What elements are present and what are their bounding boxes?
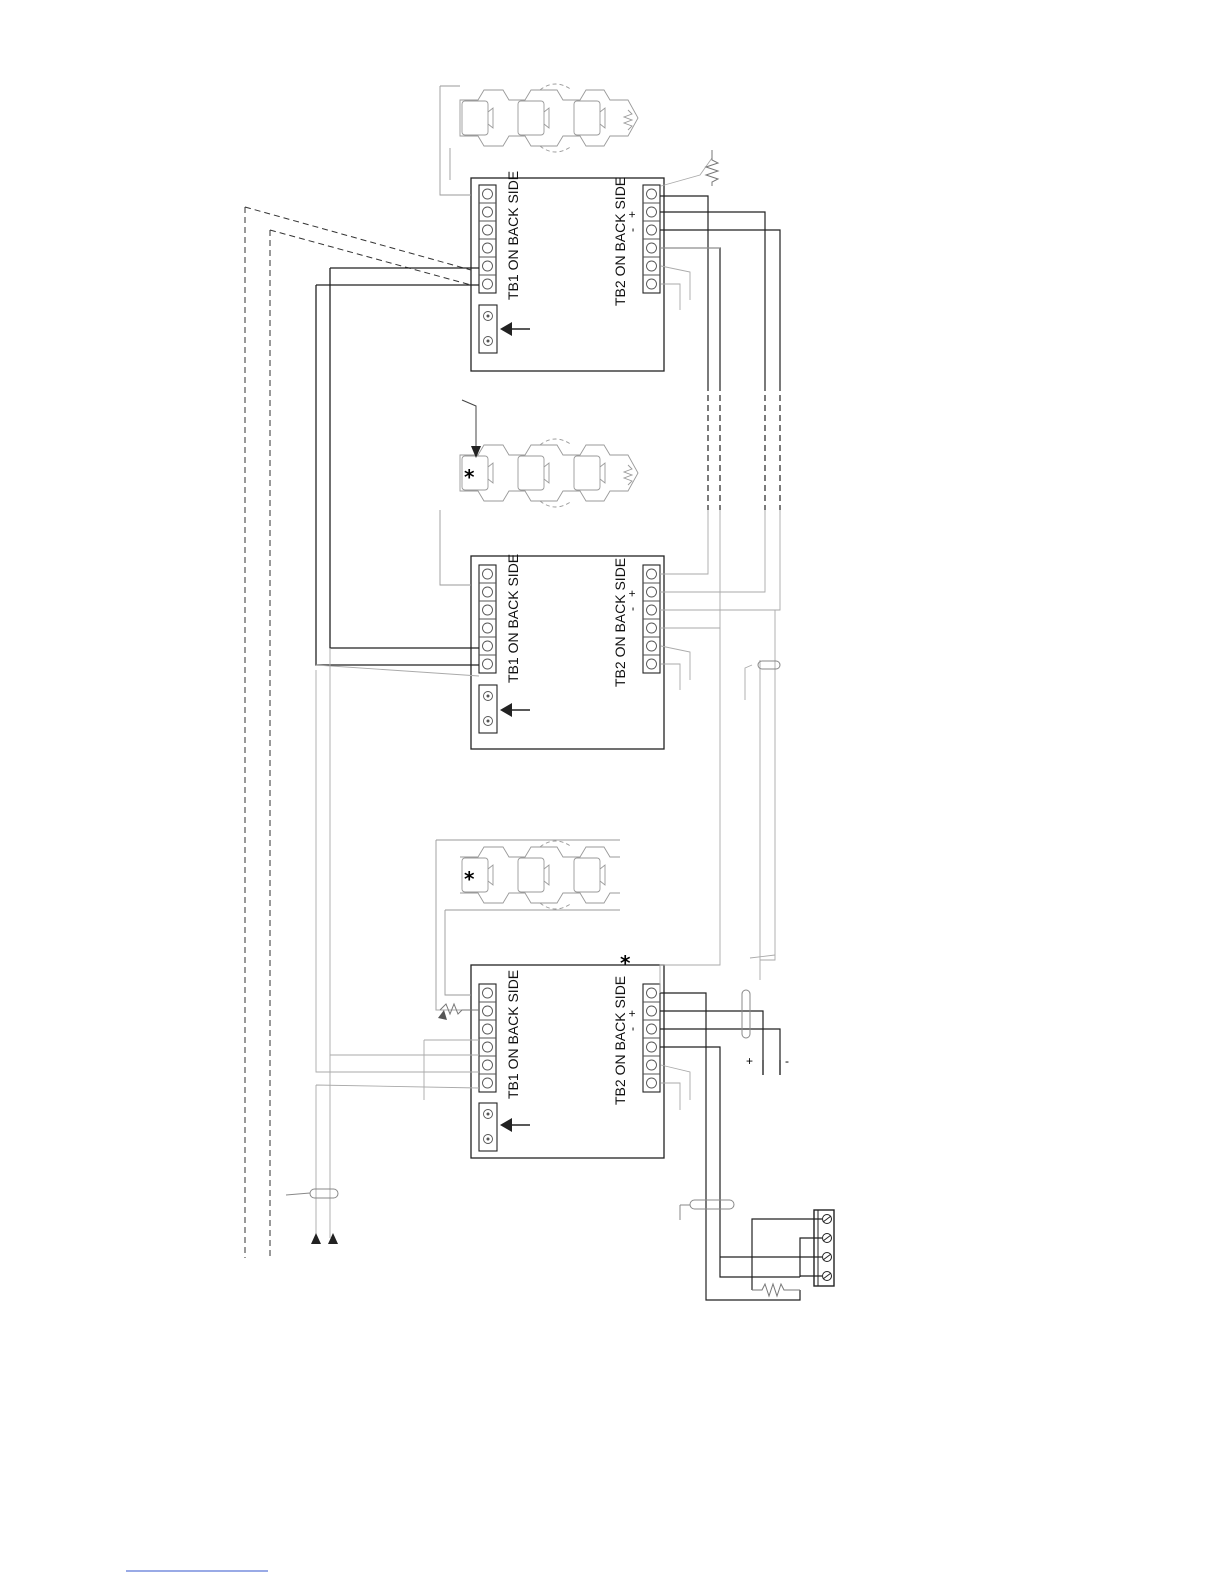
tb1-loop-wires — [316, 268, 479, 665]
module-2: TB1 ON BACK SIDE TB2 ON BACK SIDE + - — [471, 554, 664, 749]
terminal-block — [720, 1210, 834, 1296]
module-1-plus-label: + — [625, 211, 639, 218]
module-3-tb1-terminals — [479, 988, 496, 1088]
module-3-minus-label: - — [625, 1027, 639, 1031]
module-1-minus-label: - — [625, 228, 639, 232]
eol-resistor-1 — [706, 150, 718, 186]
module-1-tb1-terminals — [479, 189, 496, 289]
module-3-asterisk: * — [620, 951, 631, 975]
module-3-board — [471, 965, 664, 1158]
module-2-minus-label: - — [625, 607, 639, 611]
module-1-tb1-label: TB1 ON BACK SIDE — [505, 171, 521, 300]
module-2-tb2-terminals — [643, 569, 660, 669]
supply-minus-label: - — [785, 1054, 789, 1068]
dashed-risers — [245, 207, 471, 1258]
module-2-board — [471, 556, 664, 749]
module-3-plus-label: + — [625, 1010, 639, 1017]
module-3-tb1-label: TB1 ON BACK SIDE — [505, 970, 521, 1099]
module-1-board — [471, 178, 664, 371]
module-1-tb2-terminals — [643, 189, 660, 289]
eol-resistor-3 — [440, 1004, 479, 1014]
device-chain-2-asterisk: * — [464, 465, 475, 489]
module-2-tb1-label: TB1 ON BACK SIDE — [505, 554, 521, 683]
light-interconnect-wires — [316, 150, 780, 1238]
supply-plus-label: + — [746, 1054, 753, 1068]
module-3-tb2-terminals — [643, 988, 660, 1088]
device-chain-3 — [436, 840, 620, 1010]
riser-arrows — [311, 1233, 338, 1244]
module-3: TB1 ON BACK SIDE TB2 ON BACK SIDE + - * — [471, 951, 664, 1158]
module-2-tb2-label: TB2 ON BACK SIDE — [612, 558, 628, 687]
module-1-tb2-label: TB2 ON BACK SIDE — [612, 177, 628, 306]
tb2-riser-wires — [660, 196, 800, 1300]
device-chain-3-asterisk: * — [464, 867, 475, 891]
device-chain-2-pointer — [462, 400, 476, 450]
module-2-tb1-terminals — [479, 569, 496, 669]
module-3-tb2-label: TB2 ON BACK SIDE — [612, 976, 628, 1105]
device-chain-2 — [440, 439, 638, 585]
module-1: TB1 ON BACK SIDE TB2 ON BACK SIDE + - — [471, 171, 664, 371]
module-2-plus-label: + — [625, 590, 639, 597]
eol-resistor-block — [752, 1284, 800, 1296]
